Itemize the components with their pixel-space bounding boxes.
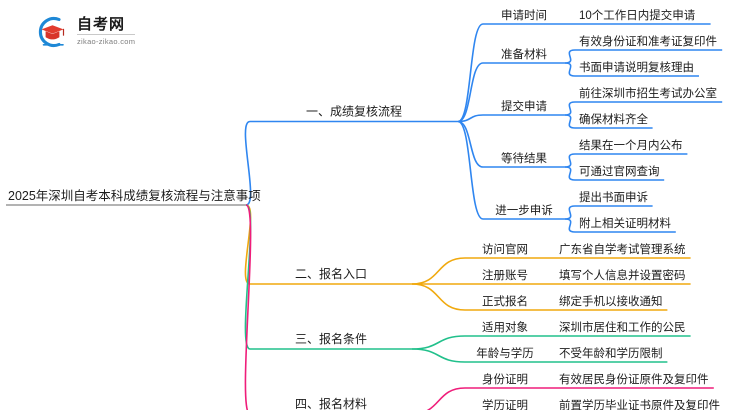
subtopic-label[interactable]: 年龄与学历 [476,346,534,360]
detail-label[interactable]: 结果在一个月内公布 [579,138,683,152]
subtopic-label[interactable]: 提交申请 [501,99,547,113]
detail-label[interactable]: 附上相关证明材料 [579,216,671,230]
subtopic-label[interactable]: 等待结果 [501,151,547,165]
subtopic-label[interactable]: 进一步申诉 [495,204,553,217]
detail-label[interactable]: 前置学历毕业证书原件及复印件 [559,398,720,410]
branch-label-4[interactable]: 四、报名材料 [295,396,367,410]
detail-label[interactable]: 可通过官网查询 [579,164,660,178]
subtopic-label[interactable]: 准备材料 [501,47,547,61]
detail-label[interactable]: 10个工作日内提交申请 [579,8,696,22]
detail-label[interactable]: 确保材料齐全 [579,112,648,126]
subtopic-label[interactable]: 适用对象 [482,320,528,334]
detail-label[interactable]: 有效身份证和准考证复印件 [579,34,717,48]
detail-label[interactable]: 深圳市居住和工作的公民 [559,320,686,334]
subtopic-label[interactable]: 身份证明 [482,372,528,386]
subtopic-label[interactable]: 申请时间 [501,9,547,22]
detail-label[interactable]: 不受年龄和学历限制 [559,346,663,360]
logo-title: 自考网 [77,17,136,35]
detail-label[interactable]: 绑定手机以接收通知 [559,294,663,308]
graduation-cap-logo-icon [33,13,71,51]
detail-label[interactable]: 有效居民身份证原件及复印件 [559,372,709,386]
subtopic-label[interactable]: 学历证明 [482,398,528,410]
mindmap-labels: 2025年深圳自考本科成绩复核流程与注意事项 一、成绩复核流程 申请时间 10个工作日… [8,8,720,410]
branch-label-1[interactable]: 一、成绩复核流程 [306,104,402,119]
branch-label-3[interactable]: 三、报名条件 [295,331,367,346]
mindmap-links [6,23,723,410]
detail-label[interactable]: 提出书面申诉 [579,190,648,204]
detail-label[interactable]: 广东省自学考试管理系统 [559,242,686,256]
root-node-label[interactable]: 2025年深圳自考本科成绩复核流程与注意事项 [8,188,261,203]
subtopic-label[interactable]: 注册账号 [482,268,528,282]
logo-url: zikao-zikao.com [77,37,136,46]
subtopic-label[interactable]: 正式报名 [482,294,528,308]
detail-label[interactable]: 书面申请说明复核理由 [579,60,694,74]
subtopic-label[interactable]: 访问官网 [482,242,528,256]
branch-label-2[interactable]: 二、报名入口 [295,266,367,281]
detail-label[interactable]: 填写个人信息并设置密码 [559,268,686,282]
detail-label[interactable]: 前往深圳市招生考试办公室 [579,86,717,100]
site-logo: 自考网 zikao-zikao.com [33,12,183,52]
